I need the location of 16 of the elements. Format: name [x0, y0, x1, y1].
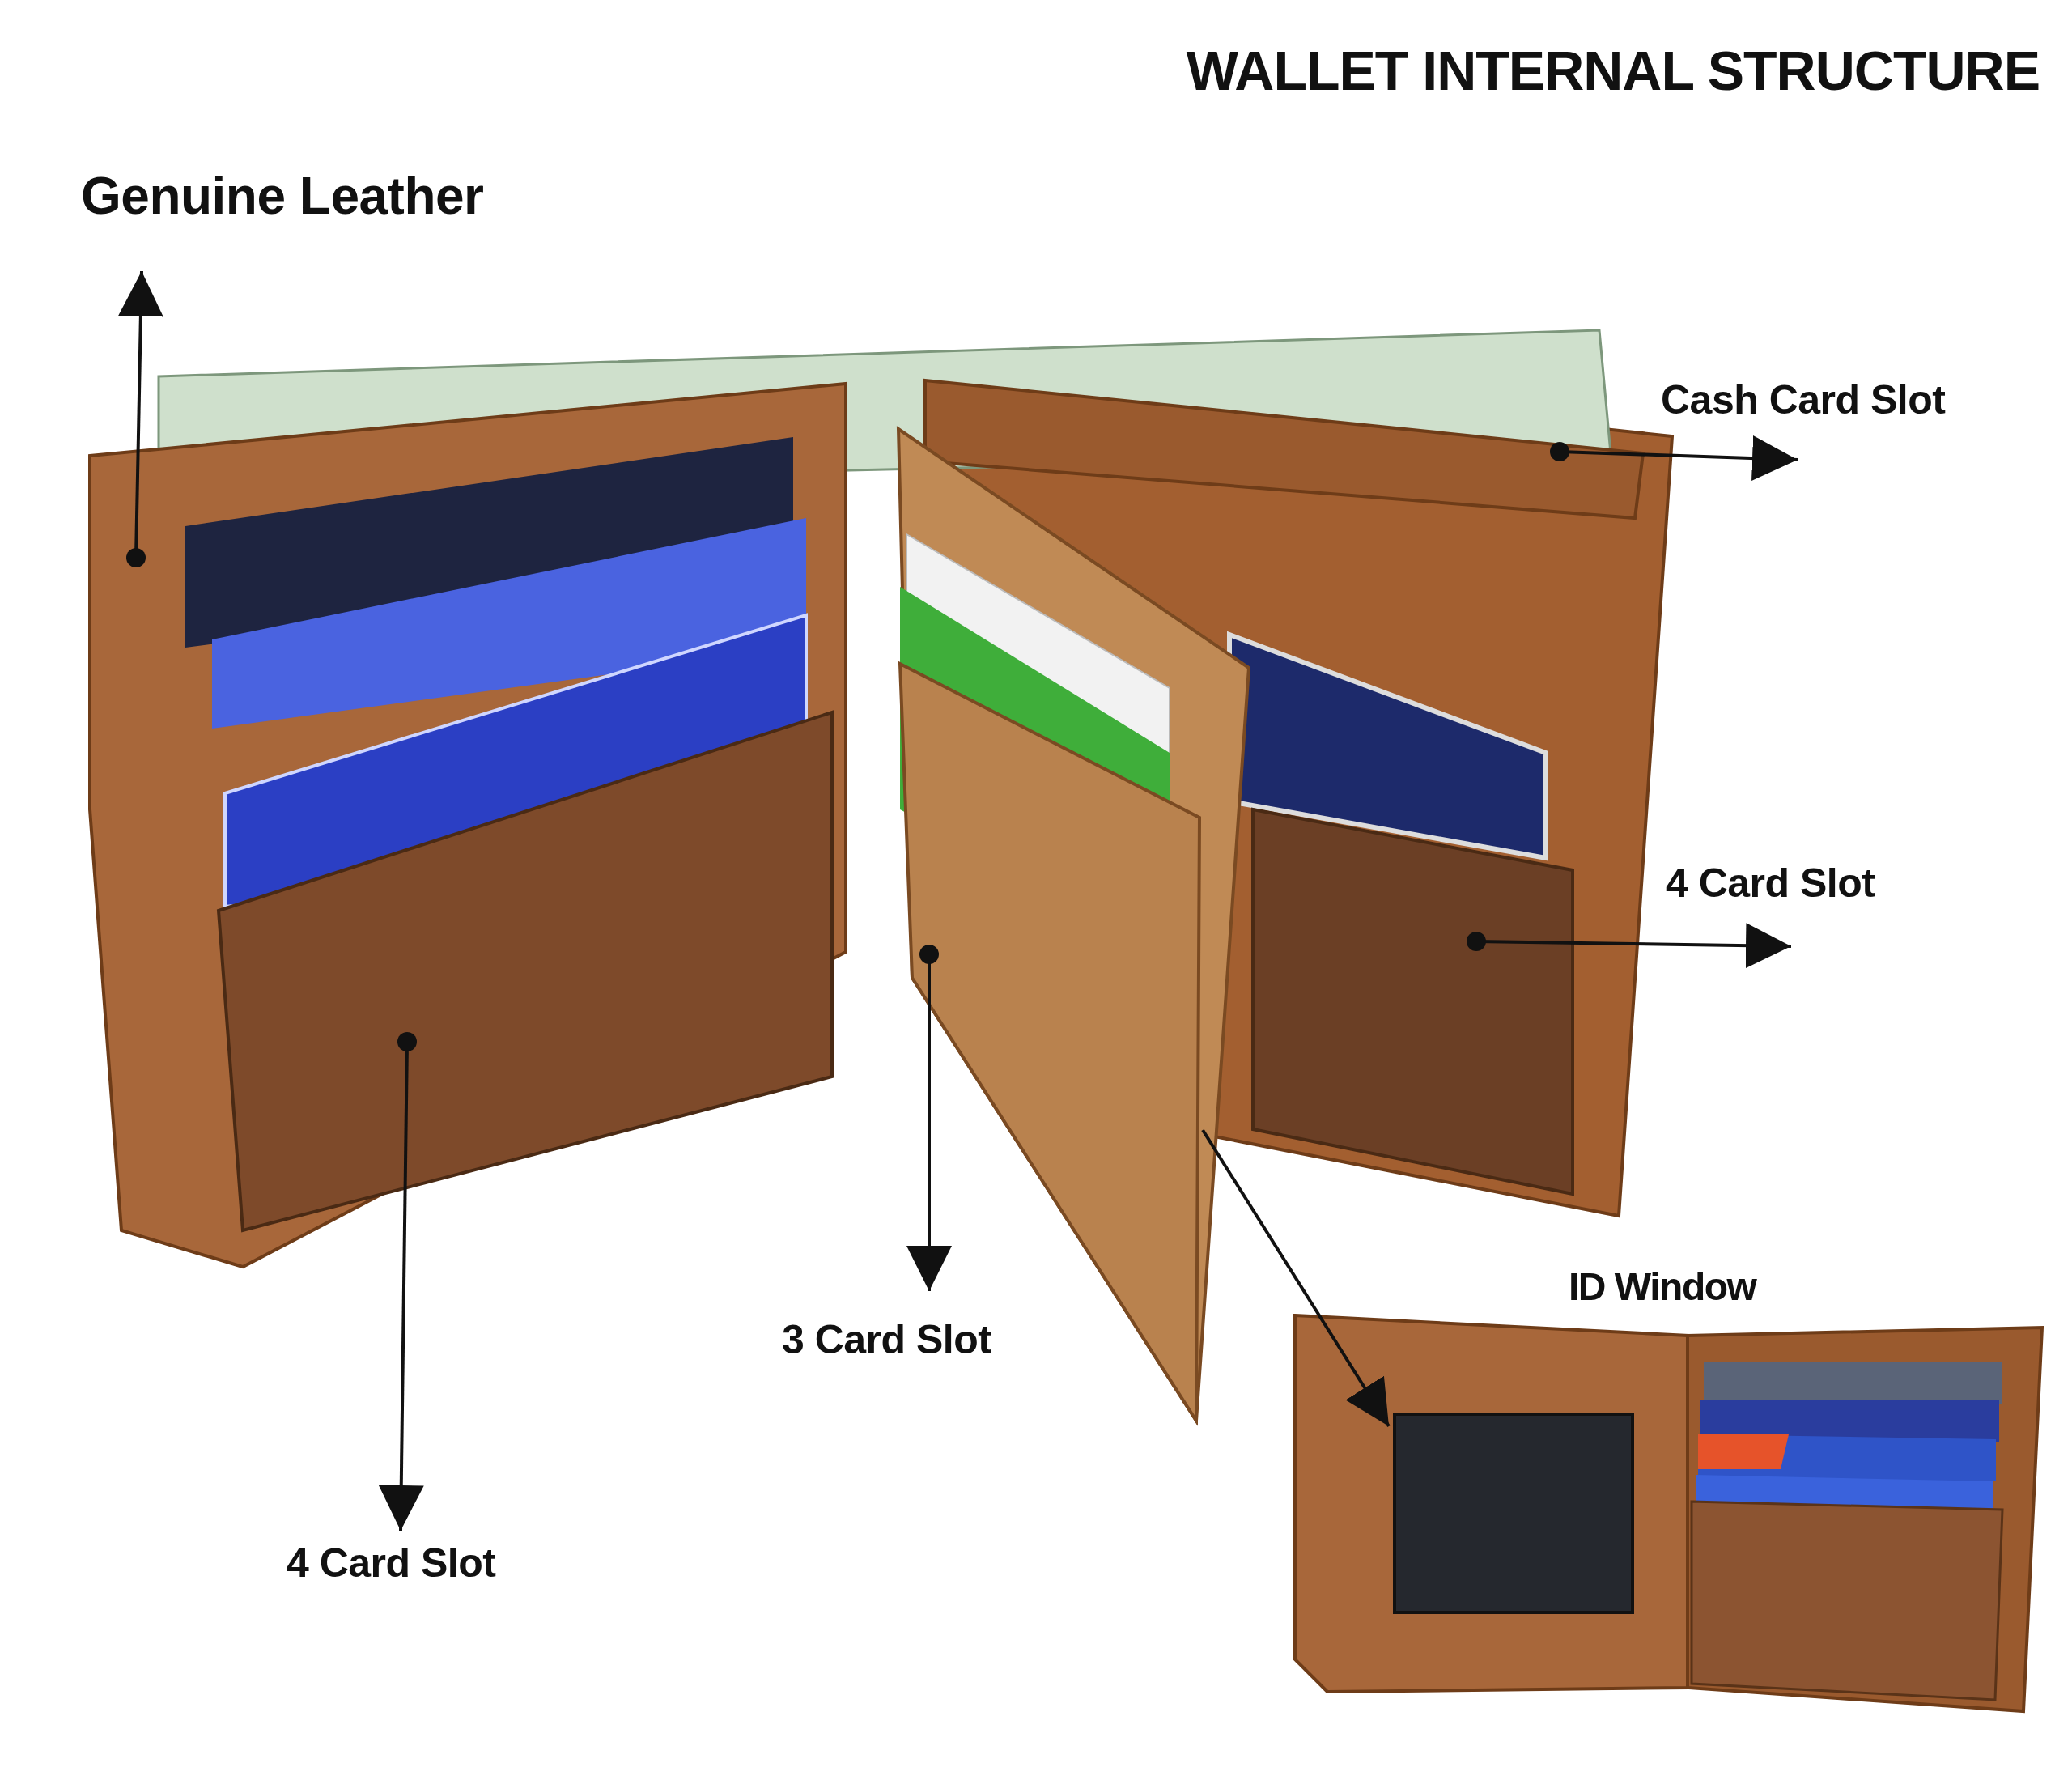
- cash-slot-pocket: [923, 378, 1645, 520]
- leader-line: [1467, 923, 1792, 969]
- callout-label: 4 Card Slot: [287, 1540, 496, 1587]
- wallet-left-panel: [88, 381, 847, 1269]
- leader-line: [1550, 435, 1798, 482]
- id-window: [1393, 1413, 1634, 1614]
- callout-label: Genuine Leather: [81, 166, 484, 226]
- callout-label: ID Window: [1569, 1264, 1756, 1309]
- diagram-title: WALLET INTERNAL STRUCTURE: [1186, 39, 2040, 102]
- leader-line: [117, 270, 163, 567]
- callout-label: Cash Card Slot: [1661, 376, 1946, 423]
- card-slot-pocket: [216, 710, 834, 1233]
- callout-label: 4 Card Slot: [1666, 860, 1875, 907]
- callout-label: 3 Card Slot: [782, 1316, 991, 1363]
- leader-line: [906, 945, 952, 1291]
- leader-line: [378, 1032, 424, 1531]
